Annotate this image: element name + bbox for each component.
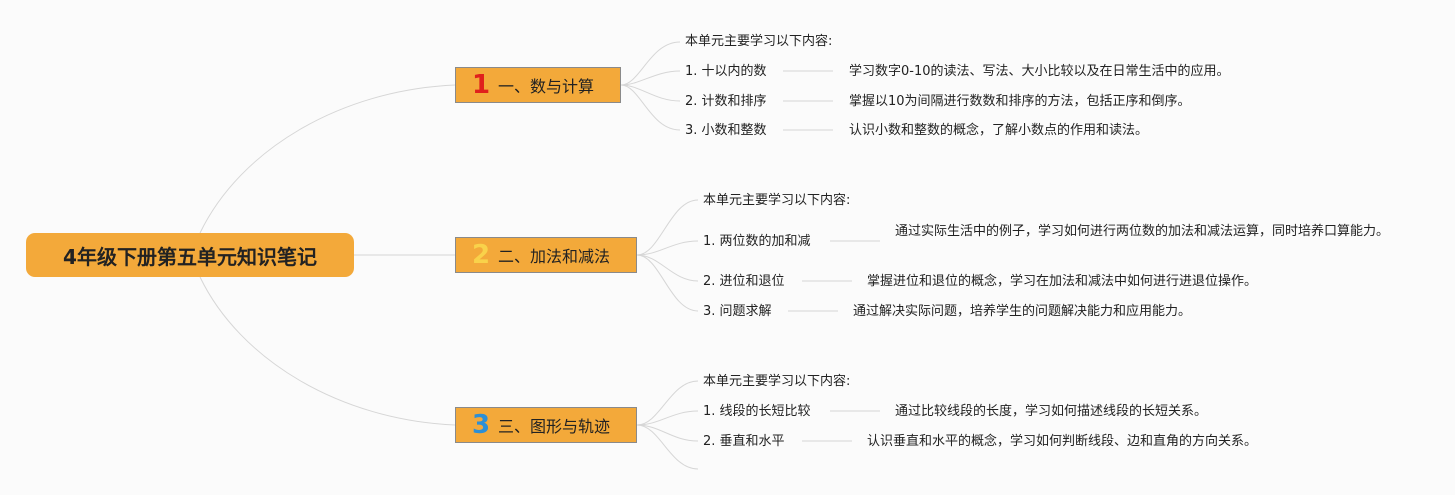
number-1-icon: 1	[472, 70, 491, 100]
branch-3-item-1-line	[636, 410, 699, 426]
branch-1-item-3-desc[interactable]: 认识小数和整数的概念，了解小数点的作用和读法。	[849, 123, 1149, 138]
branch-3-item-1-name[interactable]: 1. 线段的长短比较	[703, 404, 811, 419]
branch-2-item-3-name[interactable]: 3. 问题求解	[703, 304, 772, 319]
branch-topic-2[interactable]: 2 二、加法和减法	[455, 237, 637, 273]
branch-3-intro-line	[636, 380, 699, 426]
root-to-branch-3-line	[199, 276, 456, 426]
branch-3-empty-line	[636, 424, 699, 470]
branch-label: 二、加法和减法	[498, 247, 611, 266]
branch-1-item-3-line	[620, 84, 681, 131]
branch-label: 一、数与计算	[498, 77, 595, 96]
branch-1-item-1-name[interactable]: 1. 十以内的数	[685, 64, 767, 79]
branch-1-item-1-desc[interactable]: 学习数字0-10的读法、写法、大小比较以及在日常生活中的应用。	[849, 64, 1230, 79]
number-3-icon: 3	[472, 410, 491, 440]
branch-topic-1[interactable]: 1 一、数与计算	[455, 67, 621, 103]
branch-3-item-2-line	[636, 424, 699, 442]
branch-topic-3[interactable]: 3 三、图形与轨迹	[455, 407, 637, 443]
number-2-icon: 2	[472, 240, 491, 270]
root-title: 4年级下册第五单元知识笔记	[63, 244, 317, 269]
branch-2-item-3-line	[636, 254, 699, 312]
branch-label: 三、图形与轨迹	[498, 417, 611, 436]
branch-2-item-1-desc[interactable]: 通过实际生活中的例子，学习如何进行两位数的加法和减法运算，同时培养口算能力。	[895, 224, 1390, 239]
branch-2-item-2-name[interactable]: 2. 进位和退位	[703, 274, 785, 289]
branch-3-item-2-name[interactable]: 2. 垂直和水平	[703, 434, 785, 449]
branch-2-item-2-desc[interactable]: 掌握进位和退位的概念，学习在加法和减法中如何进行进退位操作。	[867, 274, 1258, 289]
branch-2-item-1-line	[636, 240, 699, 256]
branch-1-item-2-name[interactable]: 2. 计数和排序	[685, 94, 767, 109]
branch-1-item-2-line	[620, 84, 681, 102]
branch-3-item-1-desc[interactable]: 通过比较线段的长度，学习如何描述线段的长短关系。	[895, 404, 1208, 419]
branch-3-intro[interactable]: 本单元主要学习以下内容:	[703, 374, 851, 389]
branch-2-item-3-desc[interactable]: 通过解决实际问题，培养学生的问题解决能力和应用能力。	[853, 304, 1192, 319]
root-topic[interactable]: 4年级下册第五单元知识笔记	[26, 233, 354, 277]
branch-2-item-1-name[interactable]: 1. 两位数的加和减	[703, 234, 811, 249]
branch-1-item-2-desc[interactable]: 掌握以10为间隔进行数数和排序的方法，包括正序和倒序。	[849, 94, 1191, 109]
branch-1-item-1-line	[620, 70, 681, 86]
branch-1-intro-line	[620, 41, 681, 86]
branch-1-intro[interactable]: 本单元主要学习以下内容:	[685, 34, 833, 49]
branch-3-item-2-desc[interactable]: 认识垂直和水平的概念，学习如何判断线段、边和直角的方向关系。	[867, 434, 1258, 449]
branch-2-intro[interactable]: 本单元主要学习以下内容:	[703, 193, 851, 208]
branch-2-intro-line	[636, 199, 699, 256]
root-to-branch-1-line	[199, 84, 456, 234]
branch-2-item-2-line	[636, 254, 699, 282]
branch-1-item-3-name[interactable]: 3. 小数和整数	[685, 123, 767, 138]
